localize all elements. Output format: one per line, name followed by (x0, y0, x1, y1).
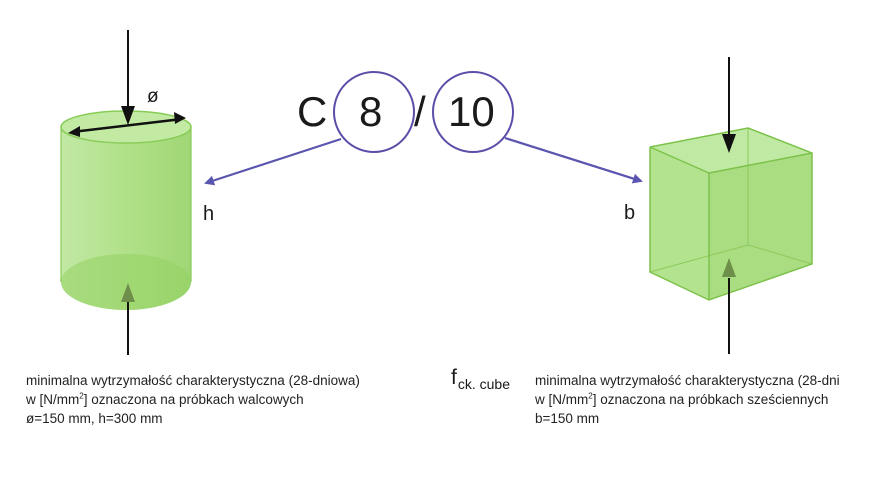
cylinder-caption-line1: minimalna wytrzymałość charakterystyczna… (26, 373, 360, 388)
cube-caption-line1: minimalna wytrzymałość charakterystyczna… (535, 373, 840, 388)
cube-side-label: b (624, 202, 636, 224)
designation-separator: / (414, 88, 426, 135)
diameter-line (71, 117, 183, 134)
diameter-arrowhead-right (174, 112, 186, 124)
cylinder-caption-line3: ø=150 mm, h=300 mm (26, 411, 163, 426)
cylinder-caption-line2: w [N/mm2] oznaczona na próbkach walcowyc… (26, 391, 304, 407)
diameter-arrowhead-left (68, 126, 80, 137)
cylinder-bottom-face (61, 254, 191, 310)
fck-cube-symbol: fck. cube (451, 366, 510, 392)
height-label: h (203, 203, 215, 225)
cube-specimen (649, 57, 813, 354)
pointer-arrow-to-cube (504, 136, 643, 184)
cylinder-load-arrowhead-bottom (121, 283, 135, 302)
diameter-label: ø (147, 86, 159, 107)
designation-prefix: C (297, 88, 328, 135)
cube-caption: minimalna wytrzymałość charakterystyczna… (535, 371, 880, 428)
pointer-arrow-to-cylinder (204, 137, 342, 186)
designation-cube-value: 10 (448, 88, 495, 135)
cube-load-arrowhead-bottom (722, 258, 736, 277)
cylinder-caption: minimalna wytrzymałość charakterystyczna… (26, 371, 360, 428)
designation-cylinder-value: 8 (359, 88, 383, 135)
cylinder-specimen (60, 30, 192, 355)
cube-caption-line3: b=150 mm (535, 411, 600, 426)
cube-caption-line2: w [N/mm2] oznaczona na próbkach sześcien… (535, 391, 829, 407)
cylinder-strength-circle (333, 71, 415, 153)
cube-strength-circle (432, 71, 514, 153)
